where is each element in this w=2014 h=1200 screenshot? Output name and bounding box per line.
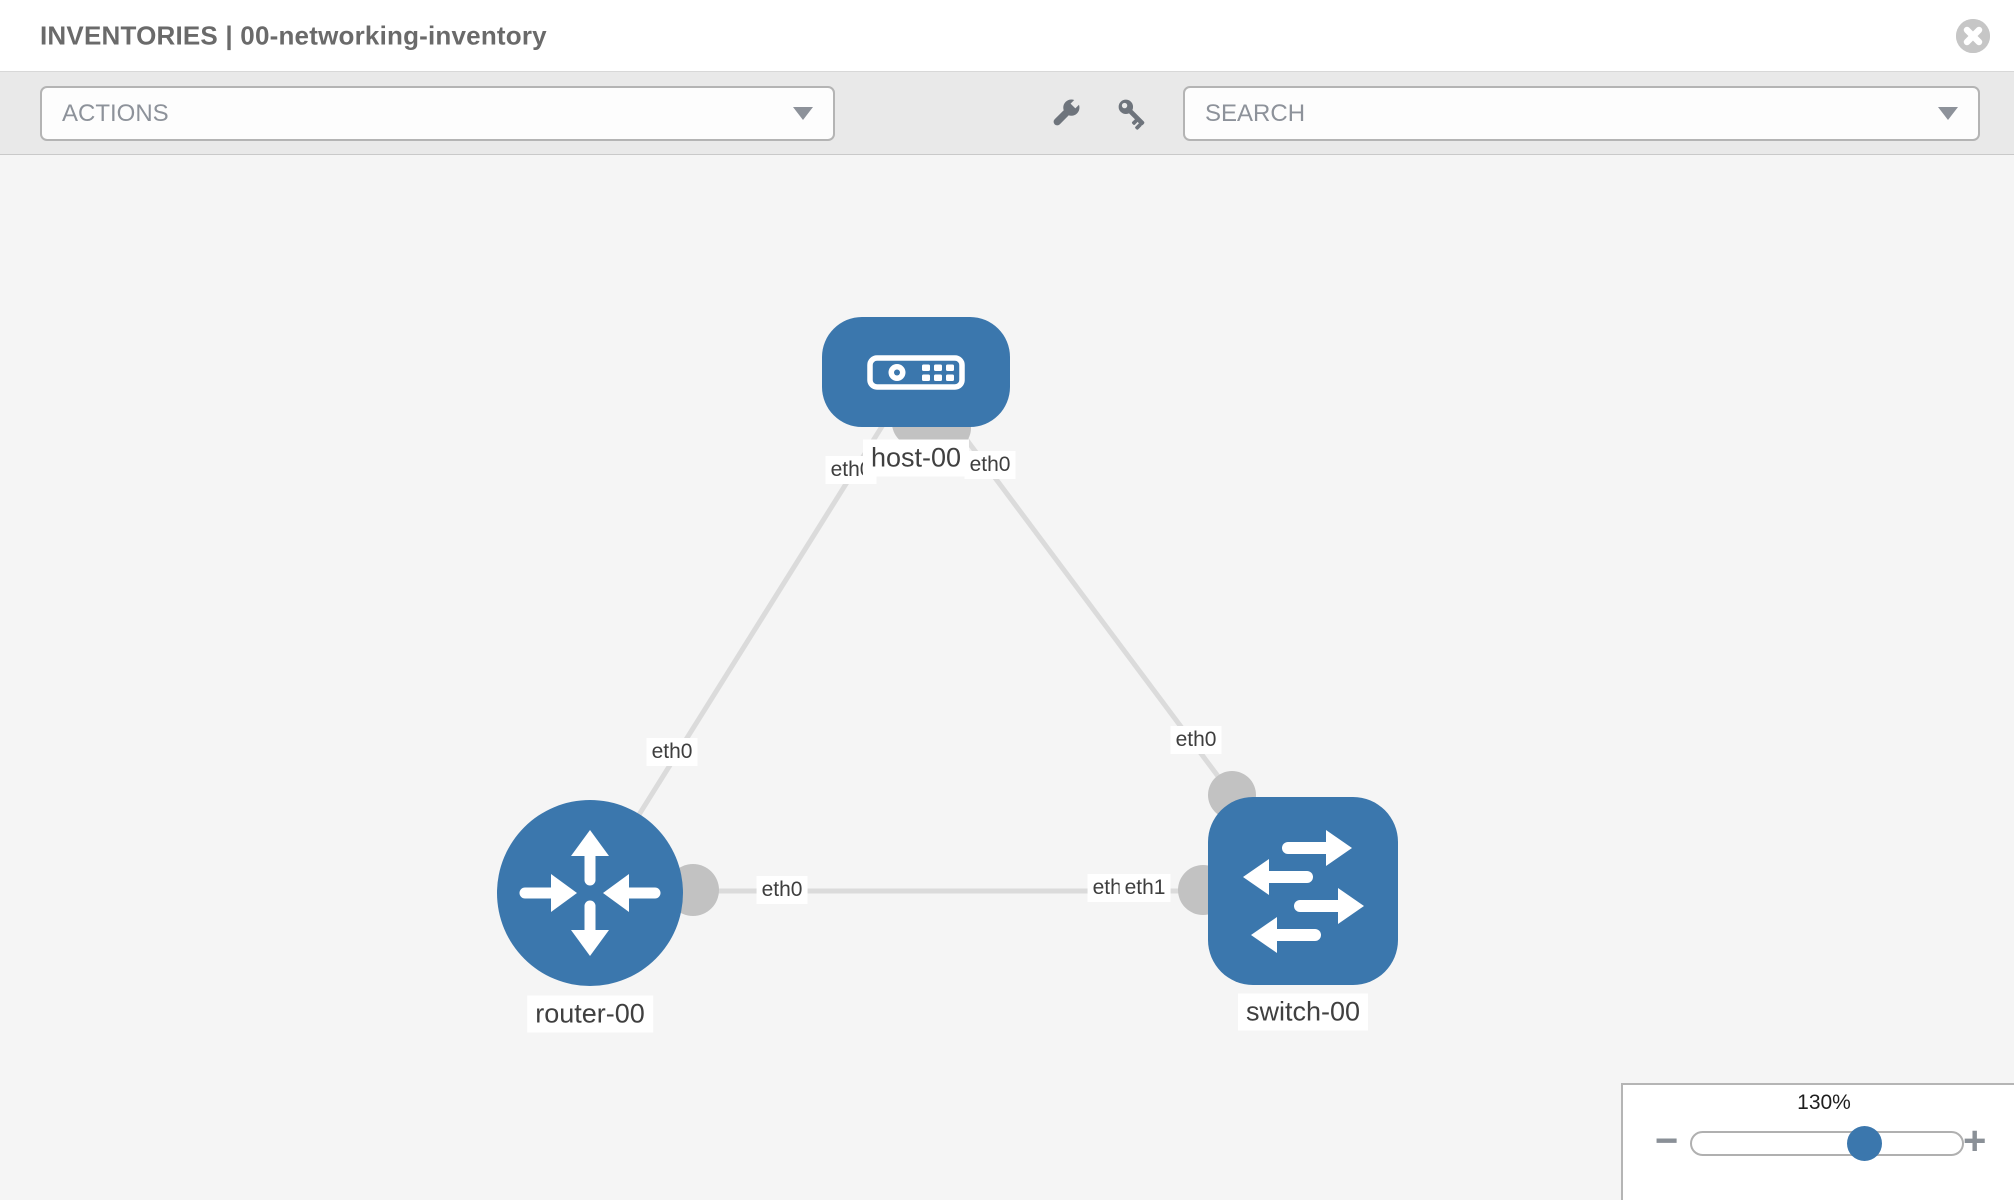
- zoom-percentage: 130%: [1797, 1091, 1851, 1114]
- page-title: INVENTORIES | 00-networking-inventory: [40, 20, 547, 50]
- node-router-00[interactable]: [497, 800, 683, 986]
- iface-label-switch-eth1: eth1: [1119, 874, 1171, 902]
- iface-label-switch-eth0-uplink: eth0: [1170, 726, 1222, 754]
- close-icon: [1956, 19, 1990, 53]
- node-label-switch-00: switch-00: [1237, 993, 1369, 1031]
- zoom-slider-knob[interactable]: [1847, 1126, 1882, 1161]
- header-bar: INVENTORIES | 00-networking-inventory: [0, 0, 2014, 72]
- zoom-slider-track[interactable]: [1690, 1131, 1964, 1156]
- toolbar: ACTIONS SEARCH: [0, 72, 2014, 155]
- node-host-00[interactable]: [822, 317, 1010, 427]
- chevron-down-icon: [793, 107, 813, 120]
- node-label-router-00: router-00: [527, 995, 653, 1033]
- node-switch-00[interactable]: [1208, 797, 1398, 985]
- actions-dropdown[interactable]: ACTIONS: [40, 86, 835, 141]
- topology-canvas[interactable]: host-00 router-00 switch-00 eth0 eth0 et…: [0, 155, 2014, 1200]
- zoom-out-button[interactable]: −: [1655, 1119, 1679, 1163]
- node-label-host-00: host-00: [862, 439, 970, 477]
- topology-graph: [497, 317, 1398, 986]
- search-dropdown[interactable]: SEARCH: [1183, 86, 1980, 141]
- wrench-icon: [1053, 98, 1081, 126]
- chevron-down-icon: [1938, 107, 1958, 120]
- iface-label-host-eth0-right: eth0: [964, 451, 1016, 479]
- credentials-tool-button[interactable]: [1115, 96, 1151, 132]
- switch-icon: [1243, 830, 1364, 953]
- interface-connectors: [667, 400, 1256, 916]
- iface-label-router-eth0-link: eth0: [756, 876, 808, 904]
- iface-label-router-eth0-uplink: eth0: [646, 738, 698, 766]
- zoom-control-panel: 130% − +: [1621, 1083, 2014, 1200]
- host-icon: [867, 355, 965, 390]
- key-icon: [1118, 99, 1145, 130]
- actions-dropdown-label: ACTIONS: [62, 99, 169, 127]
- zoom-in-button[interactable]: +: [1963, 1119, 1987, 1163]
- close-button[interactable]: [1956, 19, 1990, 53]
- search-dropdown-label: SEARCH: [1205, 99, 1306, 127]
- configure-tool-button[interactable]: [1047, 96, 1083, 132]
- router-icon: [519, 830, 661, 956]
